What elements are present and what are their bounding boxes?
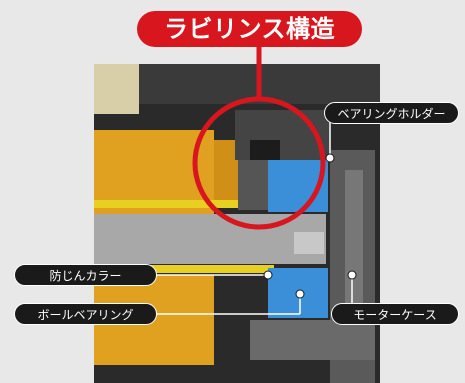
bearing-holder-label: ベアリングホルダー [324,102,459,124]
ball-bearing-label: ボールベアリング [14,303,157,325]
page-title: ラビリンス構造 [137,11,362,47]
yellow-band [94,200,274,208]
dust-collar-label: 防じんカラー [14,264,157,286]
motor-case-label: モーターケース [331,303,459,325]
dust-collar [94,265,274,273]
top-left-beige [94,64,139,114]
shaft [94,214,326,264]
